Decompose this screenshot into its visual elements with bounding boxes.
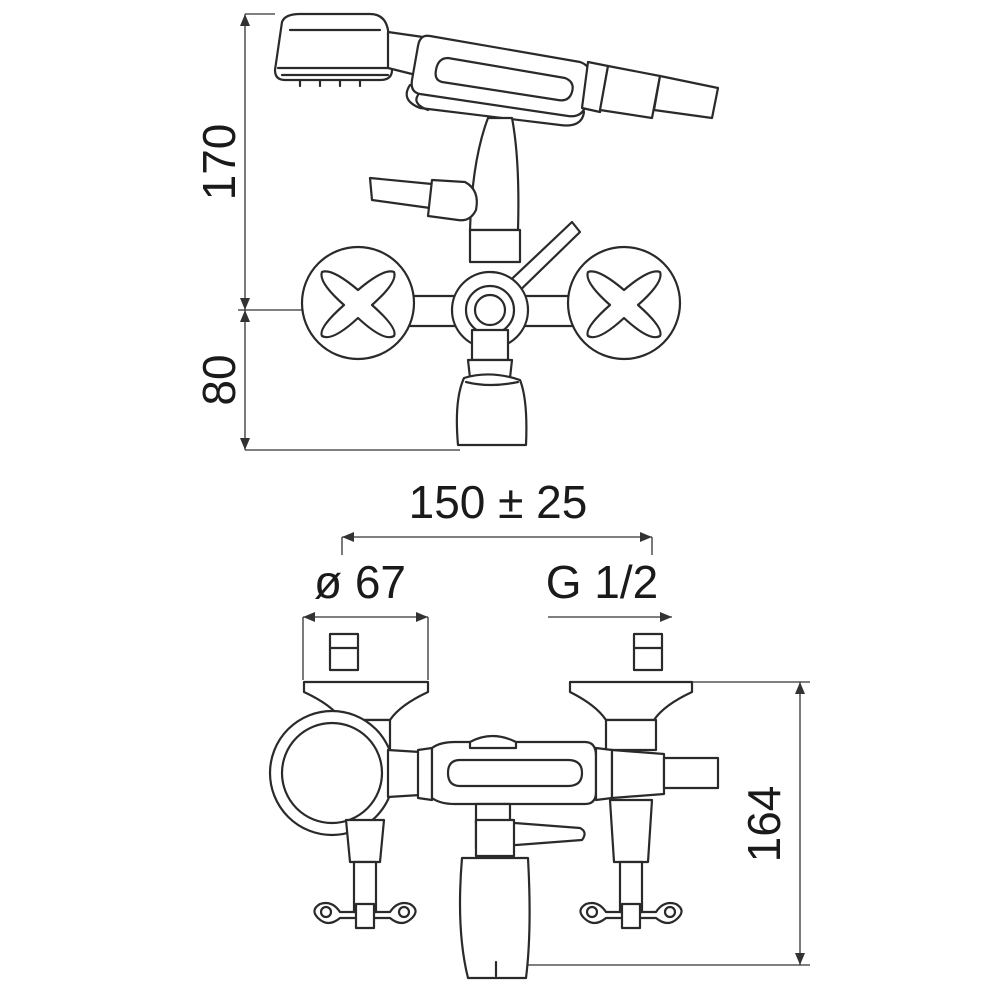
round-shower-holder	[268, 709, 422, 837]
shower-head	[273, 12, 394, 88]
side-view: 170 80	[193, 12, 720, 451]
right-inlet	[568, 632, 694, 752]
center-distance-dimension	[341, 532, 653, 555]
diverter-pin	[368, 176, 478, 222]
shower-holder	[405, 83, 586, 127]
front-view: 150 ± 25 ø 67 G 1/2 164	[268, 476, 810, 980]
left-valve-stem	[313, 818, 417, 930]
dim-label-thread: G 1/2	[546, 556, 659, 608]
hand-shower-front	[416, 740, 720, 806]
front-height-dimension	[500, 681, 810, 966]
hand-shower-handle	[386, 30, 720, 120]
right-cross-handle	[566, 245, 682, 361]
dim-label-170: 170	[193, 124, 245, 201]
right-valve-stem	[579, 798, 683, 930]
spout-side	[455, 328, 528, 447]
left-cross-handle	[300, 245, 416, 361]
dim-label-80: 80	[193, 354, 245, 405]
spout-front	[458, 856, 531, 980]
riser-column	[468, 116, 522, 264]
thread-dimension	[548, 612, 672, 622]
dim-label-flange-diameter: ø 67	[314, 556, 406, 608]
flange-diameter-dimension	[302, 612, 429, 680]
side-dimension-lines	[238, 13, 460, 451]
dim-label-center-distance: 150 ± 25	[409, 476, 588, 528]
lever-front	[474, 818, 586, 858]
dim-label-164: 164	[738, 786, 790, 863]
